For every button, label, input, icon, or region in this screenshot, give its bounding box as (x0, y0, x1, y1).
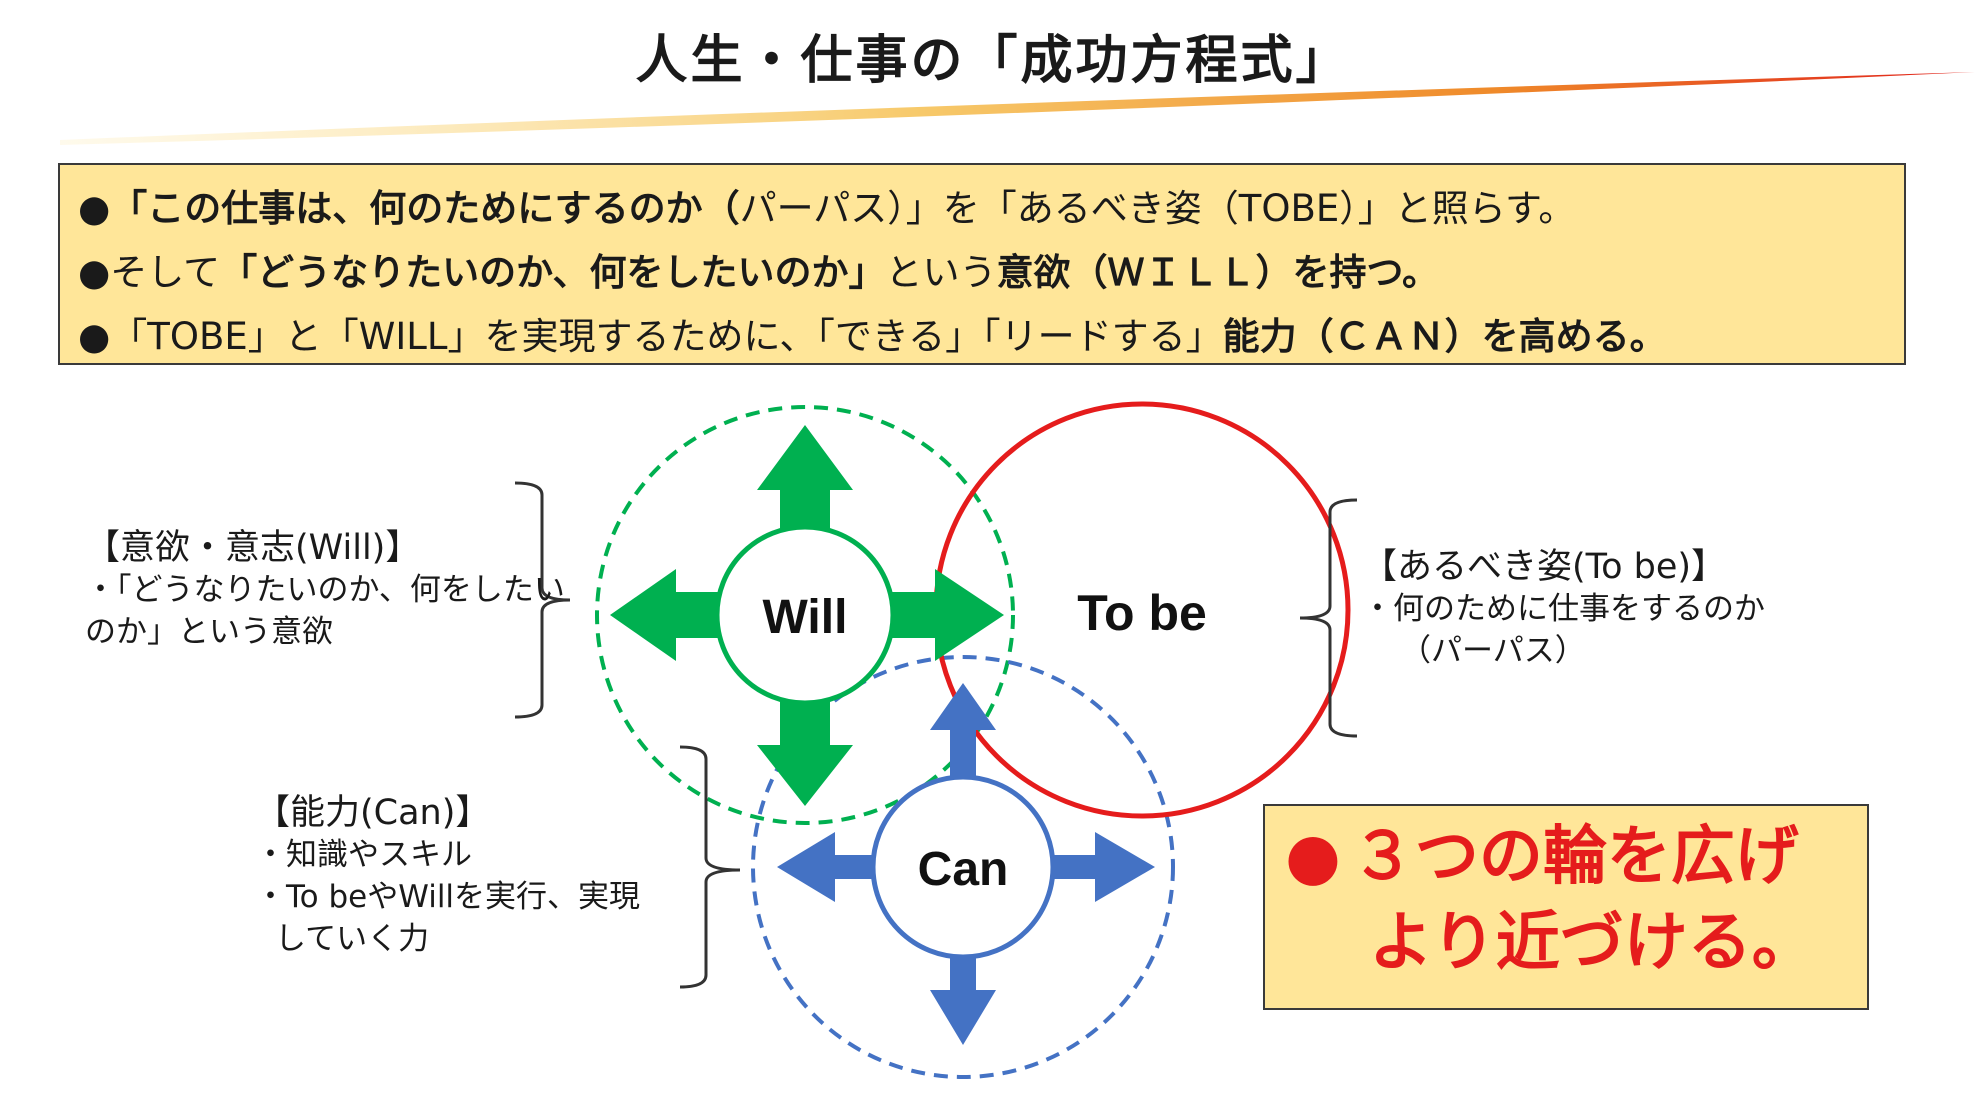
tobe-bracket (1299, 498, 1358, 738)
can-arrow-up (930, 683, 996, 780)
callout-text-2: より近づける。 (1369, 906, 1816, 980)
key-point-text: そして (110, 251, 221, 294)
tobe-desc-title: 【あるべき姿(To be)】 (1362, 547, 1727, 587)
can-outer-ring (751, 655, 1175, 1079)
callout-bullet: ● (1285, 820, 1341, 894)
key-point-text: という (885, 251, 997, 294)
can-arrow-right (1050, 832, 1155, 902)
can-bracket (679, 745, 741, 989)
can-description: 【能力(Can)】 ・知識やスキル ・To beやWillを実行、実現 していく… (255, 792, 640, 960)
can-arrow-down (930, 955, 996, 1045)
tobe-description: 【あるべき姿(To be)】 ・何のために仕事をするのか （パーパス） (1362, 546, 1765, 672)
key-point-text: 能力（ＣＡＮ）を高める。 (1222, 315, 1667, 358)
tobe-desc-line-2: （パーパス） (1400, 633, 1586, 669)
key-point-text: パーパス）」を「あるべき姿（TOBE）」と照らす。 (739, 187, 1576, 230)
tobe-label: To be (1077, 585, 1207, 641)
will-outer-ring (595, 405, 1015, 825)
will-arrow-up (757, 425, 853, 532)
can-arrows (777, 683, 1155, 1045)
can-desc-line-3: していく力 (275, 921, 430, 957)
will-circle (714, 524, 896, 706)
will-desc-title: 【意欲・意志(Will)】 (85, 528, 421, 568)
tobe-desc-line-1: ・何のために仕事をするのか (1362, 591, 1765, 627)
can-desc-title: 【能力(Can)】 (255, 793, 491, 833)
key-point-text: 「どうなりたいのか、何をしたいのか」 (220, 251, 886, 294)
can-label: Can (918, 843, 1009, 896)
key-point-bullet: ● (78, 315, 111, 358)
will-arrows (610, 425, 1004, 806)
can-arrow-left (777, 832, 876, 902)
will-desc-line-2: のか」という意欲 (85, 614, 333, 650)
callout-line-1: ●３つの輪を広げ (1285, 814, 1867, 900)
key-point-1: ●「この仕事は、何のためにするのか（パーパス）」を「あるべき姿（TOBE）」と照… (78, 177, 1904, 241)
will-desc-line-1: ・「どうなりたいのか、何をしたい (85, 572, 565, 608)
key-point-3: ●「TOBE」と「WILL」を実現するために、「できる」「リードする」能力（ＣＡ… (78, 305, 1904, 369)
can-circle (870, 774, 1056, 960)
key-points-box: ●「この仕事は、何のためにするのか（パーパス）」を「あるべき姿（TOBE）」と照… (58, 163, 1906, 365)
key-point-2: ●そして「どうなりたいのか、何をしたいのか」という意欲（ＷＩＬＬ）を持つ。 (78, 241, 1904, 305)
key-point-bullet: ● (78, 251, 111, 294)
can-desc-line-2: ・To beやWillを実行、実現 (255, 879, 641, 915)
callout-text-1: ３つの輪を広げ (1350, 820, 1799, 894)
will-arrow-right (892, 569, 1004, 661)
title-swoosh (60, 72, 1975, 145)
can-desc-line-1: ・知識やスキル (255, 837, 472, 873)
will-description: 【意欲・意志(Will)】 ・「どうなりたいのか、何をしたい のか」という意欲 (85, 527, 565, 653)
page-title: 人生・仕事の「成功方程式」 (635, 31, 1351, 91)
will-arrow-down (757, 700, 853, 806)
will-arrow-left (610, 569, 718, 661)
will-label: Will (763, 591, 848, 644)
callout-box: ●３つの輪を広げ より近づける。 (1263, 804, 1869, 1010)
key-point-text: 「この仕事は、何のためにするのか（ (110, 187, 740, 230)
will-bracket (514, 481, 571, 719)
key-point-text: 「TOBE」と「WILL」を実現するために、「できる」「リードする」 (110, 315, 1223, 358)
key-point-bullet: ● (78, 187, 111, 230)
key-point-text: 意欲（ＷＩＬＬ）を持つ。 (996, 251, 1439, 294)
